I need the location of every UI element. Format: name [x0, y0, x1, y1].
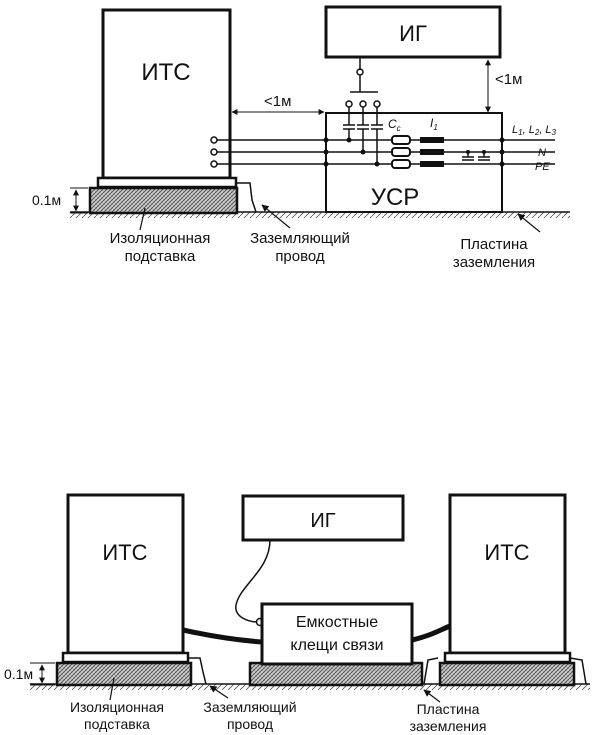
- height-label-top: 0.1м: [32, 192, 61, 208]
- insulation-support-left: [55, 661, 193, 687]
- caption-wire-1-top: Заземляющий: [250, 230, 350, 247]
- ferrite-inductors: [391, 135, 444, 169]
- ig-box-bottom: ИГ: [241, 494, 405, 542]
- caption-wire-2-bottom: провод: [227, 716, 273, 732]
- caption-insulation-1-top: Изоляционная: [110, 230, 211, 247]
- line-pe-label: PE: [535, 161, 550, 173]
- clamp-label-2: клещи связи: [290, 637, 383, 654]
- insulation-support-right: [438, 661, 576, 687]
- top-diagram: ИТС 0.1м <1м ИГ: [32, 5, 570, 271]
- its-cabinet-left: ИТС: [55, 493, 193, 687]
- its-base-left: [61, 651, 190, 664]
- captions-top: Изоляционная подставка Заземляющий прово…: [110, 230, 536, 271]
- its-label-right: ИТС: [484, 540, 529, 565]
- grounding-wire-top: [236, 182, 257, 213]
- its-label-top: ИТС: [141, 59, 190, 86]
- signal-cable: [182, 623, 451, 645]
- usr-label: УСР: [371, 184, 420, 211]
- distance-v-label: <1м: [495, 71, 522, 88]
- ig-clamp-wire: [235, 539, 271, 623]
- its-base-top: [96, 176, 238, 189]
- its-label-left: ИТС: [102, 540, 147, 565]
- ground-plate-center: [248, 661, 424, 687]
- ind-label: I1: [430, 116, 438, 132]
- captions-bottom: Изоляционная подставка Заземляющий прово…: [70, 699, 486, 734]
- filter-caps: [462, 152, 490, 161]
- clamp-label-1: Емкостные: [296, 614, 378, 631]
- caption-pointers-bottom: [109, 677, 441, 703]
- caption-wire-1-bottom: Заземляющий: [203, 699, 296, 715]
- caption-plate-2-top: заземления: [453, 254, 535, 271]
- ig-label-top: ИГ: [399, 21, 427, 46]
- cap-label: Cc: [388, 117, 401, 133]
- its-cabinet-right: ИТС: [438, 493, 576, 687]
- caption-pointers-top: [139, 204, 541, 233]
- grounding-wires-bottom: [188, 657, 587, 685]
- power-lines: [217, 139, 555, 165]
- distance-dimension-v: <1м: [485, 59, 522, 113]
- caption-insulation-1-bottom: Изоляционная: [70, 699, 164, 715]
- ig-connector-top: [350, 57, 378, 93]
- coupling-connectors: [345, 100, 381, 125]
- distance-dimension-h: <1м: [231, 93, 325, 115]
- ig-box-top: ИГ: [324, 5, 502, 59]
- height-dimension-bottom: 0.1м: [4, 662, 55, 686]
- height-label-bottom: 0.1м: [4, 666, 33, 682]
- height-dimension-top: 0.1м: [32, 187, 88, 214]
- caption-plate-1-top: Пластина: [460, 236, 528, 253]
- its-base-right: [443, 651, 572, 664]
- caption-insulation-2-top: подставка: [125, 248, 196, 265]
- usr-box: УСР: [325, 112, 503, 213]
- caption-insulation-2-bottom: подставка: [84, 716, 150, 732]
- bottom-diagram: ИТС ИТС 0.1м ИГ: [4, 493, 590, 734]
- insulation-support-top: [88, 186, 239, 215]
- caption-wire-2-top: провод: [275, 248, 325, 265]
- ig-label-bottom: ИГ: [310, 510, 335, 532]
- line-n-label: N: [538, 147, 546, 159]
- line-l-label: L1, L2, L3: [512, 124, 557, 137]
- its-terminals-top: [210, 136, 218, 168]
- caption-plate-2-bottom: заземления: [410, 718, 487, 734]
- coupling-clamp: Емкостные клещи связи: [260, 602, 414, 666]
- its-cabinet-top: ИТС: [96, 8, 238, 189]
- junction-dots: [323, 137, 505, 167]
- distance-h-label: <1м: [264, 93, 291, 110]
- caption-plate-1-bottom: Пластина: [417, 701, 480, 717]
